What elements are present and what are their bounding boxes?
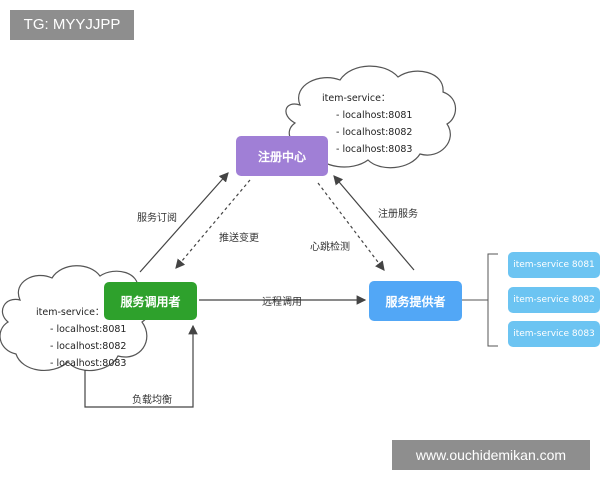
cloud-top-item-3: - localhost:8083 xyxy=(336,144,413,155)
arrow-subscribe xyxy=(139,172,229,273)
cloud-left-title: item-service： xyxy=(36,307,105,318)
arrow-register xyxy=(333,175,415,271)
instance-8081: item-service 8081 xyxy=(508,252,600,278)
instance-8083: item-service 8083 xyxy=(508,321,600,347)
label-heartbeat: 心跳检测 xyxy=(310,242,350,253)
label-register: 注册服务 xyxy=(378,209,418,220)
cloud-left-item-2: - localhost:8082 xyxy=(50,341,127,352)
arrow-load-balance xyxy=(84,324,198,408)
cloud-top-item-2: - localhost:8082 xyxy=(336,127,413,138)
label-subscribe: 服务订阅 xyxy=(137,213,177,224)
registry-node: 注册中心 xyxy=(236,136,328,176)
arrow-heartbeat xyxy=(317,182,385,271)
label-push: 推送变更 xyxy=(219,233,259,244)
watermark-top-left: TG: MYYJJPP xyxy=(10,10,134,40)
cloud-top-title: item-service： xyxy=(322,93,391,104)
label-remote-call: 远程调用 xyxy=(262,297,302,308)
label-load-balance: 负载均衡 xyxy=(132,395,172,406)
arrow-push xyxy=(175,179,251,269)
instance-8082: item-service 8082 xyxy=(508,287,600,313)
cloud-left-item-3: - localhost:8083 xyxy=(50,358,127,369)
provider-node: 服务提供者 xyxy=(369,281,462,321)
consumer-node: 服务调用者 xyxy=(104,282,197,320)
watermark-bottom-right: www.ouchidemikan.com xyxy=(392,440,590,470)
cloud-top-item-1: - localhost:8081 xyxy=(336,110,413,121)
instance-bracket xyxy=(487,253,498,347)
cloud-left-item-1: - localhost:8081 xyxy=(50,324,127,335)
